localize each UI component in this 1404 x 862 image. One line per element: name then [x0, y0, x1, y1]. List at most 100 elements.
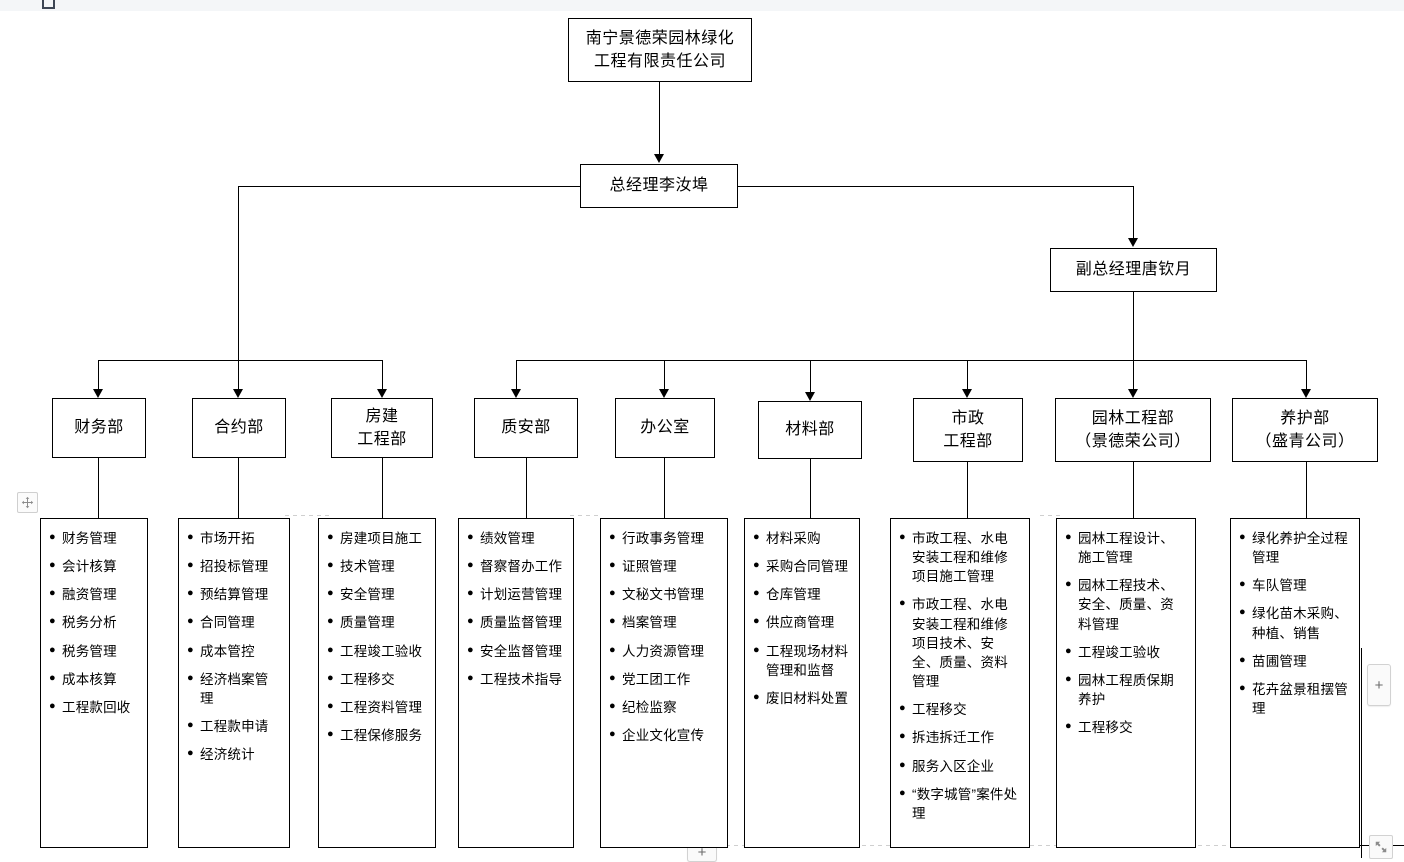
list-item: 企业文化宣传	[609, 726, 719, 745]
duty-list-3: 绩效管理 督察督办工作 计划运营管理 质量监督管理 安全监督管理 工程技术指导	[467, 529, 565, 689]
list-item: 税务管理	[49, 642, 139, 661]
list-item: 采购合同管理	[753, 557, 851, 576]
org-node-dept-8[interactable]: 养护部 （盛青公司）	[1232, 398, 1378, 462]
list-item: 工程竣工验收	[1065, 643, 1187, 662]
org-node-dept-5[interactable]: 材料部	[758, 401, 862, 459]
duty-list-2: 房建项目施工 技术管理 安全管理 质量管理 工程竣工验收 工程移交 工程资料管理…	[327, 529, 427, 745]
anchor-handle-icon[interactable]	[42, 0, 55, 9]
list-item: 经济统计	[187, 745, 281, 764]
list-item: “数字城管”案件处理	[899, 785, 1021, 823]
list-item: 党工团工作	[609, 670, 719, 689]
list-item: 房建项目施工	[327, 529, 427, 548]
connector-root-gm	[659, 82, 660, 154]
org-node-dept-0[interactable]: 财务部	[52, 398, 146, 458]
org-node-deputy-manager[interactable]: 副总经理唐钦月	[1050, 248, 1217, 292]
arrow-dept-2	[377, 389, 387, 398]
duty-list-8: 绿化养护全过程管理 车队管理 绿化苗木采购、种植、销售 苗圃管理 花卉盆景租摆管…	[1239, 529, 1351, 718]
org-node-dept-3[interactable]: 质安部	[474, 398, 578, 458]
org-node-dept-1[interactable]: 合约部	[192, 398, 286, 458]
org-node-dept-4[interactable]: 办公室	[615, 398, 715, 458]
guide-dash-4	[718, 845, 1358, 846]
resize-icon[interactable]	[1369, 835, 1393, 859]
drop-dept-2	[382, 360, 383, 389]
arrow-gm-deputy	[1128, 238, 1138, 247]
list-item: 拆违拆迁工作	[899, 728, 1021, 747]
org-node-dept-7[interactable]: 园林工程部 （景德荣公司）	[1055, 398, 1211, 462]
list-item: 质量监督管理	[467, 613, 565, 632]
list-item: 成本核算	[49, 670, 139, 689]
list-item: 工程技术指导	[467, 670, 565, 689]
list-item: 仓库管理	[753, 585, 851, 604]
duty-panel-dept-0[interactable]: 财务管理 会计核算 融资管理 税务分析 税务管理 成本核算 工程款回收	[40, 518, 148, 848]
list-item: 废旧材料处置	[753, 689, 851, 708]
arrow-dept-8	[1301, 389, 1311, 398]
org-node-dept-1-label: 合约部	[214, 419, 264, 437]
drop-dept-7	[1133, 360, 1134, 389]
list-item: 花卉盆景租摆管理	[1239, 680, 1351, 718]
add-node-right-button[interactable]: +	[1367, 664, 1391, 706]
drop-dept-8	[1306, 360, 1307, 389]
right-edge-guide	[1361, 648, 1362, 858]
connector-dept-5-panel	[810, 459, 811, 518]
list-item: 工程移交	[327, 670, 427, 689]
list-item: 会计核算	[49, 557, 139, 576]
duty-panel-dept-2[interactable]: 房建项目施工 技术管理 安全管理 质量管理 工程竣工验收 工程移交 工程资料管理…	[318, 518, 436, 848]
arrow-dept-6	[962, 389, 972, 398]
list-item: 工程资料管理	[327, 698, 427, 717]
list-item: 安全管理	[327, 585, 427, 604]
org-node-dept-6[interactable]: 市政 工程部	[913, 398, 1023, 462]
org-node-company[interactable]: 南宁景德荣园林绿化 工程有限责任公司	[568, 18, 752, 82]
drop-dept-3	[516, 360, 517, 389]
org-node-dept-8-label: 养护部 （盛青公司）	[1255, 409, 1355, 450]
arrow-root-gm	[654, 154, 664, 163]
org-node-dept-7-label: 园林工程部 （景德荣公司）	[1075, 409, 1191, 450]
org-node-dept-3-label: 质安部	[501, 419, 551, 437]
list-item: 计划运营管理	[467, 585, 565, 604]
move-icon[interactable]	[17, 492, 38, 513]
list-item: 工程保修服务	[327, 726, 427, 745]
list-item: 车队管理	[1239, 576, 1351, 595]
duty-panel-dept-4[interactable]: 行政事务管理 证照管理 文秘文书管理 档案管理 人力资源管理 党工团工作 纪检监…	[600, 518, 728, 848]
duty-panel-dept-8[interactable]: 绿化养护全过程管理 车队管理 绿化苗木采购、种植、销售 苗圃管理 花卉盆景租摆管…	[1230, 518, 1360, 848]
list-item: 园林工程质保期养护	[1065, 671, 1187, 709]
list-item: 材料采购	[753, 529, 851, 548]
list-item: 工程现场材料管理和监督	[753, 642, 851, 680]
list-item: 绿化养护全过程管理	[1239, 529, 1351, 567]
list-item: 技术管理	[327, 557, 427, 576]
list-item: 成本管控	[187, 642, 281, 661]
duty-panel-dept-5[interactable]: 材料采购 采购合同管理 仓库管理 供应商管理 工程现场材料管理和监督 废旧材料处…	[744, 518, 860, 848]
duty-panel-dept-7[interactable]: 园林工程设计、施工管理 园林工程技术、安全、质量、资料管理 工程竣工验收 园林工…	[1056, 518, 1196, 848]
guide-dash-3	[1040, 515, 1060, 516]
connector-dept-3-panel	[526, 458, 527, 518]
org-node-dept-4-label: 办公室	[640, 419, 690, 437]
drop-dept-6	[967, 360, 968, 389]
list-item: 行政事务管理	[609, 529, 719, 548]
drop-dept-1	[238, 360, 239, 389]
drop-dept-4	[664, 360, 665, 389]
list-item: 档案管理	[609, 613, 719, 632]
duty-panel-dept-6[interactable]: 市政工程、水电安装工程和维修项目施工管理 市政工程、水电安装工程和维修项目技术、…	[890, 518, 1030, 848]
org-node-dept-6-label: 市政 工程部	[943, 409, 993, 450]
duty-list-5: 材料采购 采购合同管理 仓库管理 供应商管理 工程现场材料管理和监督 废旧材料处…	[753, 529, 851, 708]
list-item: 安全监督管理	[467, 642, 565, 661]
guide-dash-1	[285, 515, 333, 516]
connector-gm-left-drop	[238, 186, 239, 360]
bus-left	[98, 360, 382, 361]
duty-panel-dept-3[interactable]: 绩效管理 督察督办工作 计划运营管理 质量监督管理 安全监督管理 工程技术指导	[458, 518, 574, 848]
arrow-dept-3	[511, 389, 521, 398]
list-item: 供应商管理	[753, 613, 851, 632]
org-node-dept-2[interactable]: 房建 工程部	[331, 398, 433, 458]
top-chrome-strip	[0, 0, 1404, 11]
list-item: 工程移交	[899, 700, 1021, 719]
duty-panel-dept-1[interactable]: 市场开拓 招投标管理 预结算管理 合同管理 成本管控 经济档案管理 工程款申请 …	[178, 518, 290, 848]
connector-dept-6-panel	[967, 462, 968, 518]
list-item: 证照管理	[609, 557, 719, 576]
bus-right	[516, 360, 1306, 361]
list-item: 税务分析	[49, 613, 139, 632]
org-node-general-manager[interactable]: 总经理李汝埠	[580, 164, 738, 208]
arrow-dept-5	[805, 392, 815, 401]
list-item: 预结算管理	[187, 585, 281, 604]
list-item: 财务管理	[49, 529, 139, 548]
duty-list-7: 园林工程设计、施工管理 园林工程技术、安全、质量、资料管理 工程竣工验收 园林工…	[1065, 529, 1187, 737]
